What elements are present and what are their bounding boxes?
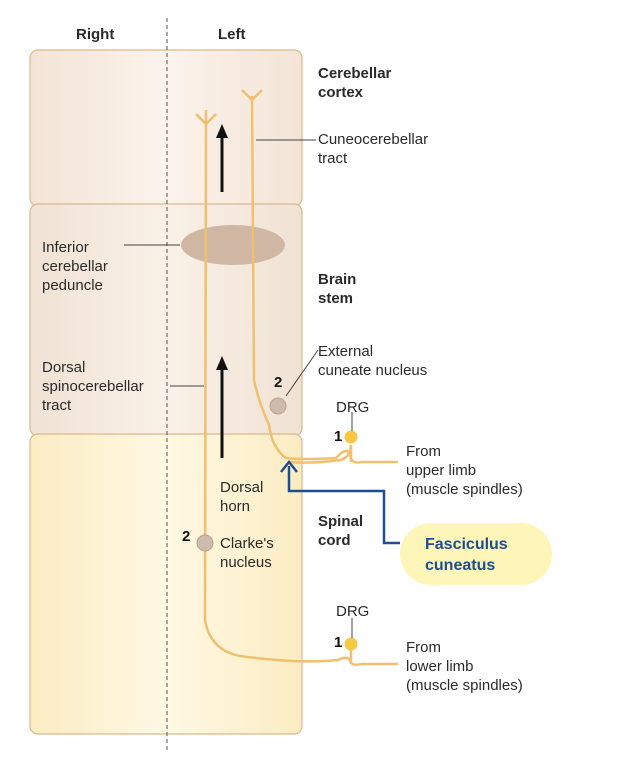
cerebellar-cortex-band <box>29 49 303 207</box>
upward-arrow-cortex <box>216 124 228 192</box>
label-cuneocerebellar-tract: Cuneocerebellar tract <box>318 131 429 167</box>
label-clarkes-nucleus: Clarke's nucleus <box>220 535 274 571</box>
fasciculus-cuneatus-pointer <box>287 466 400 545</box>
region-brain-stem: Brain stem <box>318 271 357 307</box>
region-cerebellar-cortex: Cerebellar cortex <box>318 65 392 101</box>
label-dorsal-spinocerebellar-tract: Dorsal spinocerebellar tract <box>42 359 144 414</box>
label-inferior-cerebellar-peduncle: Inferior cerebellar peduncle <box>42 239 108 294</box>
neuron-number-1-upper: 1 <box>334 428 343 445</box>
leader-external-cuneate <box>285 349 319 397</box>
dorsal-spinocerebellar-tract-terminal <box>195 113 217 126</box>
fasciculus-cuneatus-label: Fasciculus cuneatus <box>425 536 508 574</box>
inferior-cerebellar-peduncle <box>181 225 285 265</box>
spinal-cord-band <box>29 433 303 735</box>
label-from-lower-limb: From lower limb (muscle spindles) <box>406 639 523 694</box>
neuron-number-2-clarke: 2 <box>182 528 191 545</box>
drg-upper-cell <box>344 430 358 444</box>
drg-lower-cell <box>344 637 358 651</box>
label-external-cuneate-nucleus: External cuneate nucleus <box>318 343 428 379</box>
label-from-upper-limb: From upper limb (muscle spindles) <box>406 443 523 498</box>
cuneocerebellar-tract-terminal <box>241 89 263 102</box>
label-drg-lower: DRG <box>336 603 370 620</box>
header-left: Left <box>218 26 246 43</box>
label-drg-upper: DRG <box>336 399 370 416</box>
clarkes-nucleus-cell <box>196 534 214 552</box>
cuneocerebellar-tract-path <box>250 95 353 463</box>
upward-arrow-spinal <box>216 356 228 458</box>
header-right: Right <box>76 26 115 43</box>
dorsal-spinocerebellar-tract-path <box>203 109 353 665</box>
fasciculus-cuneatus-callout <box>400 523 552 585</box>
label-dorsal-horn: Dorsal horn <box>220 479 264 515</box>
region-spinal-cord: Spinal cord <box>318 513 364 549</box>
lower-limb-afferent <box>349 650 398 666</box>
neuron-number-1-lower: 1 <box>334 634 343 651</box>
fasciculus-cuneatus-pointer-head <box>280 459 298 473</box>
neuron-number-2-external: 2 <box>274 374 283 391</box>
external-cuneate-nucleus-cell <box>269 397 287 415</box>
